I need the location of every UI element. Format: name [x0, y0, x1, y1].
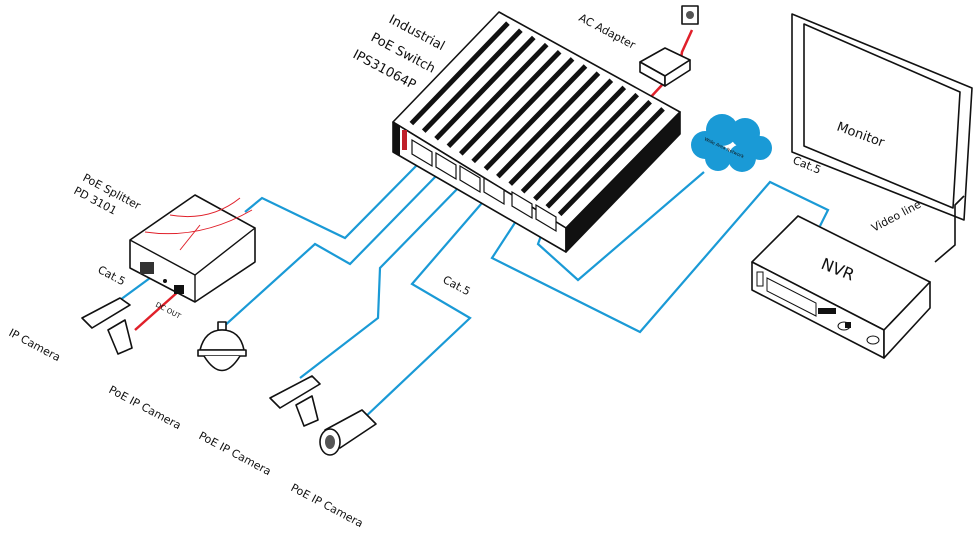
cable-port4-bullet-camera	[361, 195, 489, 421]
heat-sink-fin	[446, 42, 549, 149]
cable-port1-splitter	[244, 161, 421, 240]
cat5-splitter-label: Cat.5	[96, 263, 128, 288]
nvr	[751, 215, 931, 359]
poe-camera-3-label: PoE IP Camera	[289, 481, 366, 530]
heat-sink-fin	[545, 99, 652, 209]
switch-led-panel	[402, 130, 407, 150]
port-uplink-1	[511, 190, 533, 220]
monitor	[791, 13, 973, 263]
cat5-middle-label: Cat.5	[441, 273, 473, 298]
cable-dc-out	[134, 289, 181, 331]
port-3	[459, 164, 481, 194]
heat-sink-fin	[421, 28, 523, 133]
ip-camera-icon	[81, 297, 133, 355]
video-line-label: Video line	[869, 198, 923, 235]
port-uplink-2	[535, 203, 557, 233]
ac-adapter	[639, 47, 691, 87]
heat-sink-fin	[508, 78, 614, 186]
ip-camera-label: IP Camera	[7, 326, 63, 364]
heat-sink-fin	[557, 107, 665, 217]
heat-sink-fin	[533, 92, 640, 202]
poe-switch	[392, 11, 681, 253]
cable-uplink-nvr	[490, 180, 830, 334]
port-2	[435, 151, 457, 181]
bullet-camera-icon	[319, 409, 377, 456]
port-4	[483, 176, 505, 206]
poe-camera-1-label: PoE IP Camera	[107, 383, 184, 432]
box-camera-icon	[269, 375, 321, 427]
ac-adapter-label: AC Adapter	[577, 11, 638, 52]
cable-port2-dome-camera	[221, 171, 441, 329]
wall-socket-icon	[681, 5, 699, 25]
port-1	[411, 138, 433, 168]
poe-splitter	[129, 194, 256, 303]
heat-sink-fin	[483, 64, 588, 171]
heat-sink-fin	[471, 57, 575, 164]
heat-sink-fin	[409, 21, 510, 126]
heat-sink-fin	[496, 71, 601, 179]
wan-cloud-icon	[691, 114, 772, 172]
cable-splitter-ipcamera	[119, 277, 151, 301]
switch-ports	[411, 138, 557, 233]
cable-port3-box-camera	[299, 183, 463, 379]
poe-camera-2-label: PoE IP Camera	[197, 429, 274, 478]
heat-sink-fin	[458, 49, 562, 156]
heat-sink-fin	[520, 85, 627, 194]
dome-camera-icon	[197, 321, 247, 372]
heat-sink-fin	[434, 35, 536, 141]
